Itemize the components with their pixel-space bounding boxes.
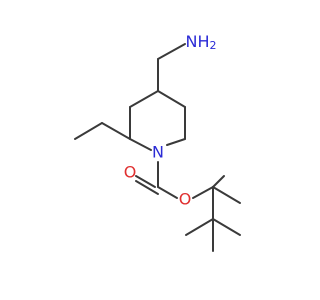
atom-nh2-subscript: 2: [210, 39, 217, 52]
atom-ester-o-label: O: [179, 190, 192, 209]
bond-ester-o-cq: [192, 186, 214, 199]
bond-nh2-ch2: [157, 43, 186, 60]
bond-c5-c4: [157, 90, 186, 108]
structure-canvas: NH2 N O O: [74, 32, 241, 252]
molecule-drawing: NH2 N O O: [74, 32, 241, 252]
bond-carbonyl-c-o-double-a: [135, 175, 156, 188]
atom-nh2-label: NH2: [186, 32, 217, 53]
bond-c2-ethyl-ch2: [101, 122, 131, 140]
bond-ethyl-ch3: [74, 122, 103, 140]
bond-c4-c3: [129, 90, 159, 108]
atom-nh2-main: NH: [186, 32, 210, 51]
atom-ring-n-label: N: [152, 143, 164, 162]
bond-cq-c: [185, 218, 214, 236]
bond-cq-me-top: [212, 186, 241, 204]
bond-carbonyl-c-o-double-b: [135, 180, 159, 195]
bonds: [74, 43, 241, 252]
bond-c2-n1: [129, 138, 152, 151]
atom-labels: NH2 N O O: [124, 32, 217, 209]
bond-cq-me-right: [212, 175, 225, 188]
bond-carbonyl-c-ester-o: [157, 186, 178, 199]
atom-carbonyl-o-label: O: [124, 163, 137, 182]
bond-n1-c6: [166, 138, 186, 146]
bond-cq-c2: [212, 218, 241, 236]
